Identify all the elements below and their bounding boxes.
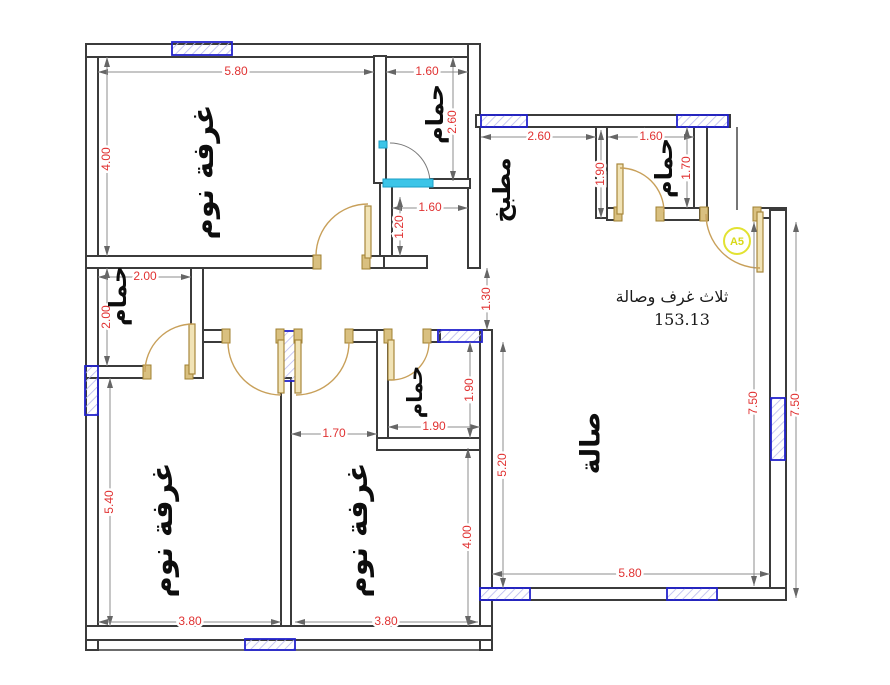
door-jamb xyxy=(344,328,354,344)
wall-segment xyxy=(379,255,428,269)
door-swing-arc xyxy=(619,167,665,213)
door-leaf xyxy=(387,339,395,381)
dimension-label: 2.60 xyxy=(445,110,459,134)
dimension-label: 2.00 xyxy=(99,305,113,329)
wall-segment xyxy=(376,437,483,451)
window xyxy=(244,638,296,651)
sliding-door xyxy=(382,178,434,188)
room-label-bedroom-2: غرفة نوم xyxy=(145,463,179,598)
window xyxy=(479,587,531,601)
wall-segment xyxy=(373,55,387,184)
dimension-label: 2.60 xyxy=(527,129,551,143)
dimension-label: 5.40 xyxy=(102,490,116,514)
plan-area-value: 153.13 xyxy=(654,310,710,329)
entrance-door-tag: A5 xyxy=(723,227,751,255)
door-leaf xyxy=(616,163,624,215)
door-jamb xyxy=(312,254,322,270)
plan-annotation: ثلاث غرف وصالة xyxy=(616,287,729,307)
room-labels-layer: غرفة نوم غرفة نوم غرفة نوم حمام حمام حمام حمام… xyxy=(104,84,678,597)
door-swing-arc xyxy=(390,341,430,381)
wall-segment xyxy=(85,43,481,58)
dimension-label: 2.00 xyxy=(133,269,157,283)
door-swing-arc xyxy=(295,341,350,396)
door-leaf xyxy=(277,339,285,394)
dimension-label: 4.00 xyxy=(460,525,474,549)
wall-segment xyxy=(429,178,471,189)
wall-segment xyxy=(467,43,481,269)
room-label-bathroom-top: حمام xyxy=(421,84,449,144)
door-swing-arc xyxy=(705,213,761,269)
dimension-label: 1.90 xyxy=(593,162,607,186)
dimensions-layer: 5.80 1.60 4.00 2.60 1.60 1.20 2.00 2.00 1.30 2.60… xyxy=(97,57,805,631)
room-label-bathroom-kitchen: حمام xyxy=(650,138,678,198)
door-leaf xyxy=(294,339,302,394)
dimension-label: 4.00 xyxy=(99,147,113,171)
window xyxy=(437,329,483,343)
wall-segment xyxy=(693,126,708,221)
dimension-label: 7.50 xyxy=(788,393,802,417)
dimension-label: 5.20 xyxy=(495,453,509,477)
door-tag-label: A5 xyxy=(730,236,744,248)
door-jamb xyxy=(655,206,665,222)
wall-segment xyxy=(479,329,493,651)
room-label-kitchen: مطبخ xyxy=(488,157,516,222)
window xyxy=(770,397,786,461)
door-jamb xyxy=(142,364,152,380)
window xyxy=(676,114,729,128)
room-label-bathroom-middle: حمام xyxy=(403,366,427,419)
dimension-label: 1.90 xyxy=(422,419,446,433)
dimension-label: 1.60 xyxy=(418,200,442,214)
dimension-label: 1.70 xyxy=(322,426,346,440)
door-swing-arc xyxy=(144,323,194,373)
sliding-door xyxy=(378,140,388,149)
room-label-bedroom-1: غرفة نوم xyxy=(186,105,220,240)
door-leaf xyxy=(756,211,764,273)
window xyxy=(84,365,99,416)
room-label-living-hall: صالة xyxy=(576,412,607,475)
dimension-label: 3.80 xyxy=(374,614,398,628)
wall-segment xyxy=(376,329,389,449)
door-leaf xyxy=(364,205,372,259)
dimension-label: 7.50 xyxy=(746,391,760,415)
wall-segment xyxy=(85,43,99,651)
dimension-label: 5.80 xyxy=(224,64,248,78)
dimension-label: 1.90 xyxy=(462,378,476,402)
dimension-label: 5.80 xyxy=(618,566,642,580)
door-swing-arc xyxy=(315,203,369,257)
room-label-bedroom-3: غرفة نوم xyxy=(340,463,374,598)
dimension-label: 3.80 xyxy=(178,614,202,628)
door-tag-circle xyxy=(723,227,751,255)
dimension-label: 1.60 xyxy=(415,64,439,78)
door-leaf xyxy=(188,323,196,375)
wall-segment xyxy=(85,625,493,641)
room-label-bathroom-left: حمام xyxy=(104,266,132,326)
window xyxy=(480,114,528,128)
dimension-label: 1.70 xyxy=(679,156,693,180)
door-swing-arc xyxy=(227,341,282,396)
wall-segment xyxy=(280,377,292,629)
dimension-label: 1.60 xyxy=(639,129,663,143)
doors-layer xyxy=(142,140,764,396)
dimension-label: 1.30 xyxy=(479,287,493,311)
door-swing-arc xyxy=(389,142,431,184)
window xyxy=(666,587,718,601)
door-jamb xyxy=(699,206,709,222)
door-jamb xyxy=(221,328,231,344)
door-jamb xyxy=(422,328,432,344)
dimension-label: 1.20 xyxy=(392,215,406,239)
window xyxy=(171,41,233,56)
